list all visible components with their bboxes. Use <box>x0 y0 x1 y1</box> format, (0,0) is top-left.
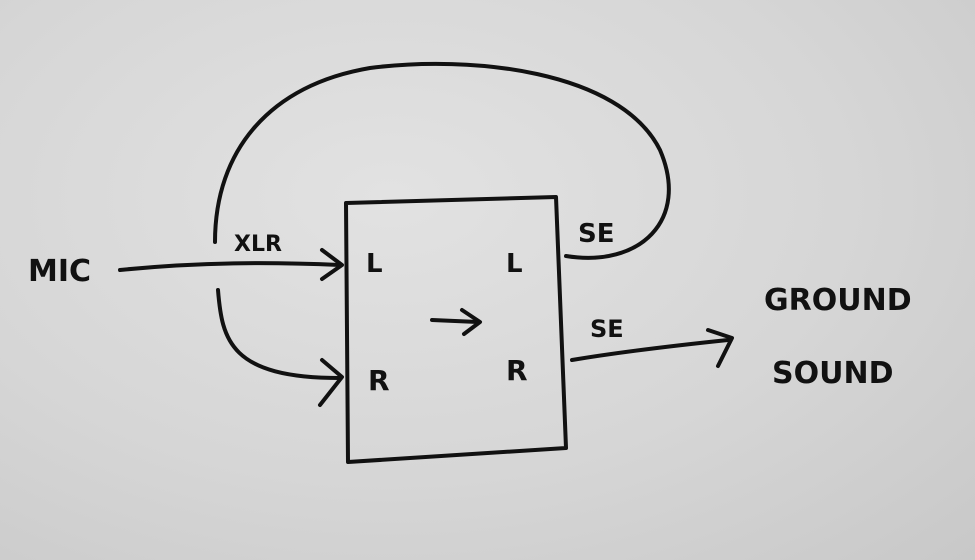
sound-label: SOUND <box>772 356 893 391</box>
output-left-label: L <box>506 249 523 279</box>
mic-to-left-input-line <box>118 261 342 272</box>
ground-label: GROUND <box>764 283 912 318</box>
input-right-label: R <box>368 364 390 397</box>
center-arrow-head <box>460 308 482 336</box>
xlr-label: XLR <box>234 232 282 257</box>
center-arrow-line <box>430 318 480 324</box>
right-output-arrowhead <box>706 328 734 368</box>
se-top-label: SE <box>578 219 615 249</box>
output-right-label: R <box>506 354 528 387</box>
right-input-arrowhead <box>318 358 344 407</box>
right-output-line <box>570 338 730 362</box>
left-input-arrowhead <box>320 248 344 281</box>
input-left-label: L <box>366 249 383 279</box>
device-box <box>344 195 568 464</box>
se-bottom-label: SE <box>590 315 624 343</box>
feedback-loop-line <box>213 61 671 260</box>
branch-to-right-input-line <box>216 288 342 380</box>
mic-label: MIC <box>28 254 91 289</box>
